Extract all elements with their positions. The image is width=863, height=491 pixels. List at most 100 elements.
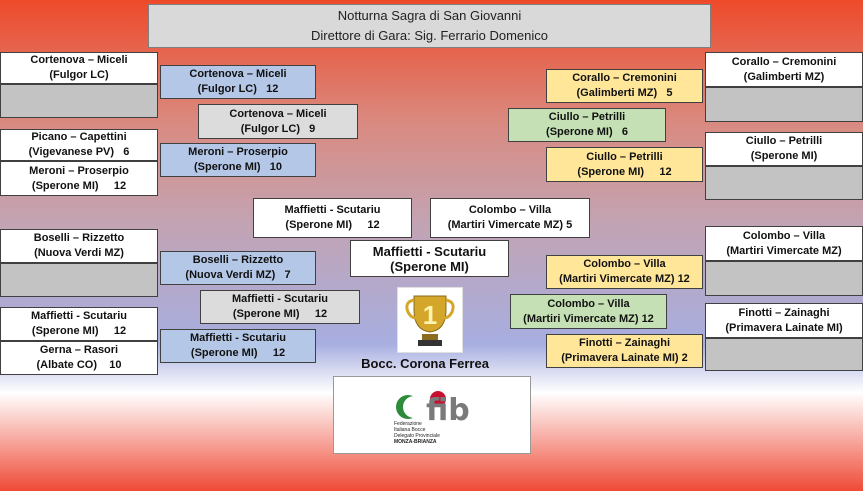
team-name: Colombo – Villa [583,258,666,270]
team-name: Picano – Capettini [31,131,127,143]
score: 6 [123,146,130,158]
left-r2-slot-4: Maffietti - Scutariu (Sperone MI) 12 [160,329,316,363]
right-r2-slot-2: Ciullo – Petrilli (Sperone MI) 12 [546,147,703,182]
right-r3-slot-1: Ciullo – Petrilli (Sperone MI) 6 [508,108,666,142]
team-name: Maffietti - Scutariu [284,204,381,216]
score: 12 [113,179,127,192]
team-name: Meroni – Proserpio [29,164,129,177]
team-club: (Albate CO) 10 [1,358,157,373]
fib-logo-mark-icon [396,391,446,419]
club-label: (Sperone MI) [577,165,645,178]
team-name: Corallo – Cremonini [731,55,837,68]
fib-logo: fib Federazione Italiana Bocce Delegato … [333,376,531,454]
club-label: (Fulgor LC) [49,69,109,81]
team-name: Finotti – Zainaghi [578,337,671,349]
race-director: Direttore di Gara: Sig. Ferrario Domenic… [311,28,548,43]
team-club: (Sperone MI) 10 [161,160,315,175]
team-club: (Martiri Vimercate MZ) [726,244,842,257]
team-club: (Sperone MI) 12 [201,307,359,322]
team-club: (Martiri Vimercate MZ) 5 [431,218,589,233]
club-label: (Martiri Vimercate MZ) [523,312,639,325]
team-name: Gerna – Rasori [39,344,119,356]
club-label: (Sperone MI) [232,308,300,320]
score: 12 [659,165,672,178]
tournament-header: Notturna Sagra di San Giovanni Direttore… [148,4,711,48]
club-label: (Fulgor LC) [197,83,257,95]
left-r1-slot-8: Gerna – Rasori (Albate CO) 10 [0,341,158,375]
club-label: (Nuova Verdi MZ) [34,247,124,259]
team-name: Boselli – Rizzetto [192,254,284,266]
right-r1-slot-7: Finotti – Zainaghi (Primavera Lainate MI… [705,303,863,338]
team-club: (Sperone MI) 12 [1,179,157,194]
left-r1-slot-6-empty [0,263,158,297]
score: 2 [681,352,688,364]
score: 12 [314,308,328,320]
right-r1-slot-2-empty [705,87,863,122]
logo-caption: Federazione Italiana Bocce Delegato Prov… [394,421,474,445]
team-club: (Vigevanese PV) 6 [1,145,157,160]
left-r1-slot-5: Boselli – Rizzetto (Nuova Verdi MZ) [0,229,158,263]
team-name: Meroni – Proserpio [188,146,288,158]
team-name: Maffietti - Scutariu [31,310,127,322]
team-name: Ciullo – Petrilli [586,150,663,163]
score: 7 [284,269,291,281]
left-r2-slot-2: Meroni – Proserpio (Sperone MI) 10 [160,143,316,177]
club-label: (Martiri Vimercate MZ) [559,273,675,285]
team-club: (Primavera Lainate MI) 2 [547,351,702,366]
right-r2-slot-3: Colombo – Villa (Martiri Vimercate MZ) 1… [546,255,703,289]
team-club: (Nuova Verdi MZ) [1,246,157,261]
right-r2-slot-1: Corallo – Cremonini (Galimberti MZ) 5 [546,69,703,103]
score: 12 [641,312,654,325]
team-name: Finotti – Zainaghi [738,306,830,319]
right-r3-slot-2: Colombo – Villa (Martiri Vimercate MZ) 1… [510,294,667,329]
score: 12 [113,325,127,337]
score: 12 [677,273,690,285]
left-r2-slot-1: Cortenova – Miceli (Fulgor LC) 12 [160,65,316,99]
logo-line-1: Federazione [394,421,422,427]
score: 9 [309,122,316,135]
left-r1-slot-2-empty [0,84,158,118]
club-label: (Martiri Vimercate MZ) [447,219,564,231]
score: 10 [109,359,122,371]
semifinal-right: Colombo – Villa (Martiri Vimercate MZ) 5 [430,198,590,238]
team-club: (Fulgor LC) [1,68,157,83]
team-club: (Sperone MI) [390,258,469,274]
club-label: (Vigevanese PV) [28,146,115,158]
tournament-title: Notturna Sagra di San Giovanni [337,8,522,23]
team-name: Cortenova – Miceli [30,54,128,66]
club-label: (Sperone MI) [546,126,613,138]
svg-text:1: 1 [423,300,437,330]
left-r1-slot-4: Meroni – Proserpio (Sperone MI) 12 [0,161,158,196]
team-club: (Sperone MI) 6 [509,125,665,140]
team-name: Ciullo – Petrilli [548,111,626,123]
score: 12 [266,83,279,95]
club-label: (Sperone MI) [285,219,353,231]
score: 5 [566,219,573,231]
club-label: (Sperone MI) [190,347,258,359]
team-club: (Sperone MI) 12 [547,165,702,180]
team-club: (Martiri Vimercate MZ) 12 [511,312,666,327]
logo-line-3: Delegato Provinciale [394,433,440,439]
club-label: (Albate CO) [36,359,98,371]
club-label: (Sperone MI) [31,179,99,192]
left-r3-slot-2: Maffietti - Scutariu (Sperone MI) 12 [200,290,360,324]
team-club: (Galimberti MZ) 5 [547,86,702,101]
team-name: Ciullo – Petrilli [745,135,823,147]
team-club: (Primavera Lainate MI) [725,321,843,334]
logo-word: fib [426,393,470,428]
final-winner: Maffietti - Scutariu (Sperone MI) [350,240,509,277]
club-label: (Galimberti MZ) [576,87,658,99]
score: 10 [269,161,283,173]
club-label: (Nuova Verdi MZ) [185,269,276,281]
club-label: (Fulgor LC) [240,122,300,135]
right-r1-slot-3: Ciullo – Petrilli (Sperone MI) [705,132,863,166]
left-r1-slot-7: Maffietti - Scutariu (Sperone MI) 12 [0,307,158,341]
right-r2-slot-4: Finotti – Zainaghi (Primavera Lainate MI… [546,334,703,368]
semifinal-left: Maffietti - Scutariu (Sperone MI) 12 [253,198,412,238]
trophy-icon: 1 [397,287,463,353]
team-name: Colombo – Villa [468,204,552,216]
left-r1-slot-1: Cortenova – Miceli (Fulgor LC) [0,52,158,84]
team-club: (Fulgor LC) 12 [161,82,315,97]
right-r1-slot-5: Colombo – Villa (Martiri Vimercate MZ) [705,226,863,261]
team-name: Colombo – Villa [742,229,826,242]
